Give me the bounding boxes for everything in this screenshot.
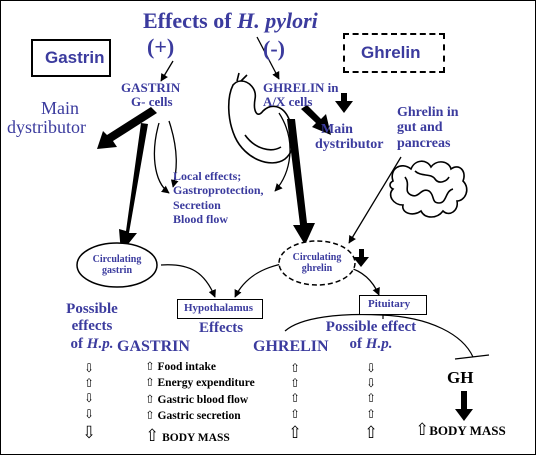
possible-effects-left-line-1: Possible (66, 301, 118, 317)
pituitary-label: Pituitary (368, 298, 411, 310)
intestine-illustration (389, 160, 468, 218)
minus-sign: (-) (263, 36, 285, 61)
ghrelin-cells-label: GHRELIN in A/X cells (263, 81, 339, 108)
effect-energy-expenditure: Energy expenditure (157, 377, 255, 390)
body-mass-right-label: BODY MASS (429, 423, 506, 438)
ghrelin-cells-line-1: GHRELIN in (263, 80, 339, 95)
up-arrow-icon: ⇧ (289, 376, 301, 391)
down-arrow-icon: ⇩ (83, 361, 95, 375)
possible-effects-left: Possible effects of H.p. (57, 301, 127, 353)
possible-effect-right: Possible effect of H.p. (315, 319, 427, 354)
up-arrow-icon: ⇧ (145, 409, 155, 422)
possible-effect-right-line-2: of (349, 336, 363, 353)
down-arrow-icon: ⇧ (83, 376, 95, 391)
stomach-illustration (227, 72, 295, 164)
ghrelin-gut-line-3: pancreas (397, 135, 451, 151)
main-distributor-left-line-2: dystributor (7, 116, 86, 137)
possible-effects-left-line-3: of (70, 335, 84, 352)
effect-food-intake: Food intake (157, 361, 216, 373)
down-arrow-icon: ⇩ (83, 391, 95, 406)
local-effects-line-4: Blood flow (173, 212, 229, 227)
main-distributor-left: Main dystributor (7, 98, 86, 137)
diagram-title: Effects of H. pylori (143, 9, 318, 32)
hypothalamus-box: Hypothalamus (177, 299, 263, 319)
body-mass-right: ⇧BODY MASS (415, 421, 506, 439)
possible-effect-right-arrows: ⇩ ⇩ ⇧ ⇧ ⇧ (361, 361, 381, 444)
gastrin-cells-label: GASTRIN G- cells (121, 81, 180, 108)
circulating-gastrin-node (76, 242, 158, 288)
down-arrow-icon: ⇩ (83, 406, 95, 421)
ghrelin-arrows: ⇧ ⇧ ⇧ ⇧ ⇧ (285, 361, 305, 444)
local-effects-line-1: Local effects; (173, 169, 242, 183)
circulating-gastrin-label: Circulating gastrin (89, 254, 145, 276)
effect-gastric-blood-flow: Gastric blood flow (157, 393, 249, 406)
circulating-ghrelin-node (278, 240, 356, 286)
gh-label: GH (447, 368, 474, 387)
up-arrow-icon: ⇧ (289, 391, 301, 406)
plus-sign: (+) (147, 34, 175, 59)
ghrelin-gut-label: Ghrelin in gut and pancreas (397, 105, 459, 151)
circulating-ghrelin-label: Circulating ghrelin (289, 252, 345, 274)
up-arrow-icon: ⇧ (145, 393, 155, 406)
pituitary-box: Pituitary (359, 295, 427, 315)
effects-label: Effects (199, 320, 244, 336)
up-arrow-icon: ⇧ (289, 406, 301, 421)
title-text: Effects of (143, 8, 238, 33)
possible-effects-left-line-2: effects (71, 318, 113, 335)
local-effects-line-3: Secretion (173, 197, 221, 212)
up-arrow-icon: ⇧ (365, 391, 377, 406)
up-arrow-icon: ⇧ (287, 422, 303, 442)
possible-effects-left-arrows: ⇩ ⇧ ⇩ ⇩ ⇩ (79, 361, 99, 444)
up-arrow-icon: ⇧ (145, 377, 155, 390)
ghrelin-cells-line-2: A/X cells (263, 93, 313, 109)
hypothalamus-label: Hypothalamus (184, 302, 254, 314)
local-effects-line-2: Gastroprotection, (173, 183, 264, 198)
down-arrow-icon: ⇩ (365, 361, 377, 375)
circulating-gastrin-line-1: Circulating (92, 254, 142, 265)
possible-effect-right-line-1: Possible effect (325, 319, 417, 335)
up-arrow-icon: ⇧ (365, 406, 377, 421)
ghrelin-gut-line-2: gut and (397, 120, 443, 136)
gastrin-heading: GASTRIN (117, 338, 190, 355)
possible-effect-right-hp: H.p. (365, 336, 393, 353)
main-distributor-right-line-1: Main (321, 122, 353, 137)
up-arrow-icon: ⇧ (145, 361, 155, 373)
ghrelin-box-label: Ghrelin (361, 43, 421, 62)
circulating-ghrelin-line-2: ghrelin (301, 262, 333, 274)
title-organism: H. pylori (237, 8, 318, 33)
up-arrow-icon: ⇧ (363, 422, 379, 442)
down-arrow-icon: ⇩ (365, 376, 377, 391)
gastrin-box: Gastrin (31, 39, 111, 77)
main-distributor-right-line-2: dystributor (315, 136, 384, 152)
up-arrow-icon: ⇧ (415, 420, 430, 439)
ghrelin-heading: GHRELIN (253, 338, 329, 355)
down-arrow-icon: ⇩ (81, 422, 97, 442)
main-distributor-left-line-1: Main (41, 98, 79, 118)
effect-list: ⇧ Food intake ⇧ Energy expenditure ⇧ Gas… (145, 359, 255, 448)
ghrelin-gut-line-1: Ghrelin in (397, 105, 459, 120)
effect-gastric-secretion: Gastric secretion (157, 409, 241, 422)
possible-effects-left-hp: H.p. (86, 335, 114, 352)
gastrin-cells-line-2: G- cells (131, 93, 173, 109)
up-arrow-icon: ⇧ (145, 426, 160, 446)
main-distributor-right: Main dystributor (315, 122, 384, 152)
gastrin-box-label: Gastrin (45, 48, 105, 67)
circulating-ghrelin-line-1: Circulating (292, 252, 342, 263)
local-effects-label: Local effects; Gastroprotection, Secreti… (173, 169, 264, 227)
gastrin-cells-line-1: GASTRIN (121, 80, 181, 95)
circulating-gastrin-line-2: gastrin (102, 264, 132, 276)
effect-body-mass: BODY MASS (162, 432, 230, 445)
ghrelin-box: Ghrelin (343, 33, 445, 73)
up-arrow-icon: ⇧ (289, 361, 301, 375)
